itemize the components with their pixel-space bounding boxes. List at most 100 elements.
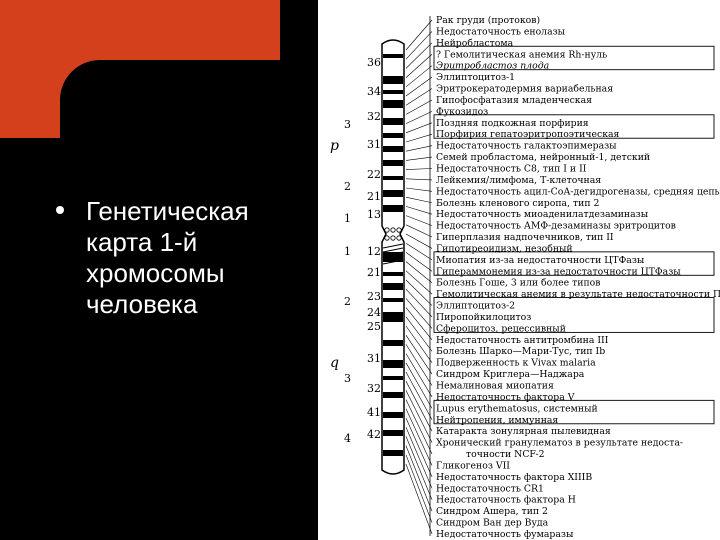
annotation-text: Болезнь Шарко—Мари-Тус, тип Ib (436, 346, 605, 357)
arm-p-label: p (330, 138, 339, 154)
chromosome-band-stripe (383, 160, 403, 166)
annotation-connector (406, 390, 432, 442)
annotation-connector (406, 146, 432, 152)
region-number: 2 (344, 180, 351, 193)
chromosome-band-stripe (383, 176, 403, 180)
annotation-connector (406, 409, 432, 466)
annotation-text: ? Гемолитическая анемия Rh-нуль (436, 49, 607, 60)
annotation-connector (406, 464, 432, 534)
annotation-connector (406, 234, 432, 248)
chromosome-band-stripe (383, 272, 403, 276)
chromosome-band-stripe (383, 90, 403, 94)
annotation-text: точности NCF-2 (466, 449, 545, 460)
band-number: 32 (367, 382, 381, 395)
chromosome-band-stripe (383, 283, 403, 290)
chromosome-map-svg: 363432312221131221232425313241423211234p… (318, 0, 720, 540)
band-number: 34 (367, 85, 381, 98)
annotation-connector (406, 123, 432, 133)
annotation-text: Гликогеноз VII (436, 460, 510, 471)
annotation-connector (406, 381, 432, 431)
annotation-text: Эллиптоцитоз-1 (436, 72, 515, 83)
annotation-text: Эритрокератодермия вариабельная (436, 84, 613, 95)
annotation-connector (406, 77, 432, 96)
annotation-connector (406, 252, 432, 271)
annotation-connector (406, 271, 432, 294)
annotation-connector (406, 446, 432, 512)
annotation-connector (406, 54, 432, 77)
annotation-text: Недостаточность фактора V (436, 392, 575, 403)
chromosome-band-stripe (383, 76, 403, 84)
annotation-text: Недостаточность енолазы (436, 26, 566, 37)
chromosome-band-stripe (383, 412, 403, 418)
annotation-connector (406, 206, 432, 214)
centromere-mark (391, 228, 395, 232)
chromosome-band-stripe (383, 298, 403, 302)
annotation-connector (406, 89, 432, 106)
band-number: 31 (367, 138, 381, 151)
annotation-connector (406, 335, 432, 374)
annotation-connector (406, 280, 432, 306)
chromosome-band-stripe (383, 100, 403, 108)
annotation-connector (406, 216, 432, 226)
annotation-connector (406, 157, 432, 160)
annotation-text: Недостаточность миоаденилатдезаминазы (436, 209, 649, 220)
centromere-mark (385, 228, 389, 232)
annotation-text: Гипофосфатазия младенческая (436, 95, 592, 106)
annotation-connector (406, 225, 432, 237)
annotation-text: Lupus erythematosus, системный (436, 403, 598, 414)
region-number: 4 (344, 432, 351, 445)
chromosome-map-figure: 363432312221131221232425313241423211234p… (318, 0, 720, 540)
annotation-text: Недостаточность фактора H (436, 495, 576, 506)
annotation-text: Недостаточность антитромбина III (436, 335, 609, 346)
annotation-text: Болезнь кленового сиропа, тип 2 (436, 198, 599, 209)
chromosome-band-stripe (383, 133, 403, 138)
annotation-connector (406, 262, 432, 283)
bullet-icon (56, 206, 64, 214)
annotation-text: Лейкемия/лимфома, Т-клеточная (436, 175, 601, 186)
chromosome-band-stripe (383, 376, 403, 380)
chromosome-band-stripe (383, 146, 403, 152)
centromere-mark (391, 236, 395, 240)
annotation-text: Хронический гранулематоз в результате не… (436, 438, 683, 449)
band-number: 21 (367, 190, 381, 203)
annotation-text: Недостаточность ацил-СоА-дегидрогеназы, … (436, 186, 720, 197)
annotation-text: Недостаточность галактоэпимеразы (436, 141, 617, 152)
annotation-text: Недостаточность C8, тип I и II (436, 163, 587, 174)
chromosome-band-stripe (383, 340, 403, 346)
chromosome-band-stripe (383, 360, 403, 368)
band-number: 23 (367, 290, 381, 303)
chromosome-band-stripe (383, 450, 403, 456)
annotation-text: Семей пробластома, нейронный-1, детский (436, 152, 650, 163)
annotation-text: Нейробластома (436, 38, 514, 49)
band-number: 25 (367, 320, 381, 333)
annotation-text: Подверженность к Vivax malaria (436, 358, 596, 369)
annotation-connector (406, 363, 432, 409)
annotation-connector (406, 243, 432, 260)
centromere-mark (397, 236, 401, 240)
annotation-connector (406, 100, 432, 114)
region-number: 1 (344, 212, 351, 225)
band-number: 22 (367, 168, 381, 181)
annotation-connector (406, 66, 432, 87)
annotation-connector (406, 179, 432, 180)
band-number: 41 (367, 406, 381, 419)
band-number: 24 (367, 306, 381, 319)
annotation-connector (406, 134, 432, 142)
annotation-connector (406, 168, 432, 169)
annotation-connector (406, 188, 432, 191)
region-number: 3 (344, 372, 351, 385)
centromere-mark (397, 228, 401, 232)
annotation-text: Рак груди (протоков) (436, 15, 540, 26)
chromosome-band-stripe (383, 54, 403, 58)
annotation-text: Эллиптоцитоз-2 (436, 301, 515, 312)
centromere-mark (385, 236, 389, 240)
annotation-connector (406, 455, 432, 523)
annotation-text: Синдром Ашера, тип 2 (436, 506, 548, 517)
annotation-text: Недостаточность фактора XIIIB (436, 472, 592, 483)
band-number: 12 (367, 245, 381, 258)
annotation-text: Пиропойкилоцитоз (436, 312, 531, 323)
annotation-connector (406, 43, 432, 69)
annotation-text: Недостаточность АМФ-дезаминазы эритроцит… (436, 221, 676, 232)
region-number: 2 (344, 295, 351, 308)
